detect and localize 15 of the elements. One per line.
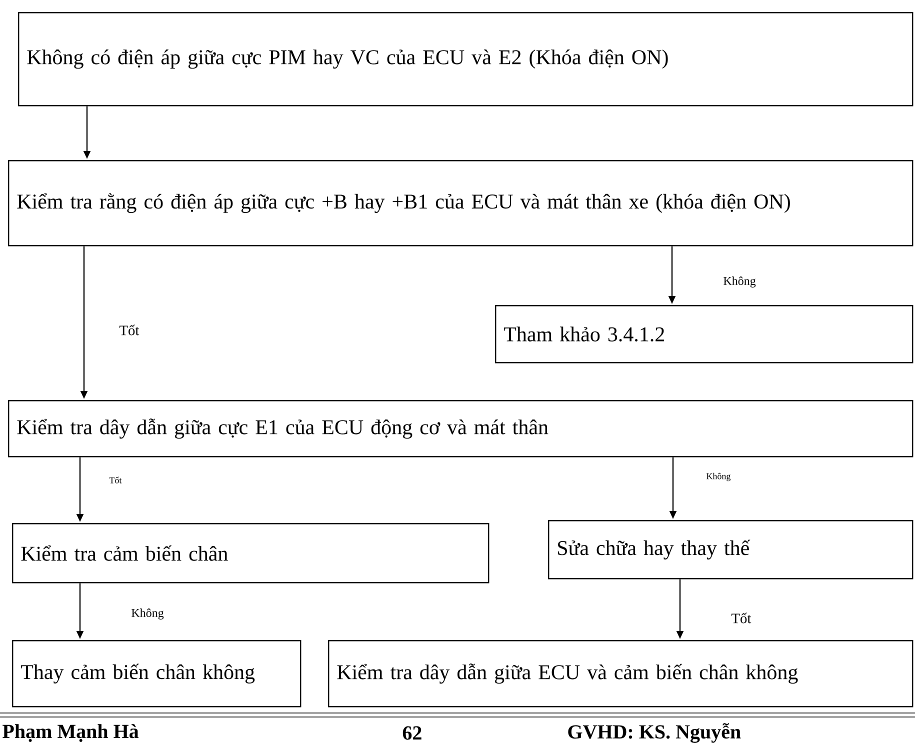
process-box: Kiểm tra dây dẫn giữa ECU và cảm biến chân không	[328, 640, 914, 708]
edge-label: Tốt	[730, 612, 752, 624]
process-box: Sửa chữa hay thay thế	[548, 520, 914, 580]
process-box: Kiểm tra rằng có điện áp giữa cực +B hay +B1 của ECU và mát thân xe (khóa điện ON)	[8, 160, 914, 246]
edge-label: Không	[705, 472, 732, 482]
edge-label: Không	[722, 276, 757, 288]
footer-text: 62	[402, 726, 422, 740]
edge-label: Tốt	[118, 324, 140, 336]
edge-label: Tốt	[108, 476, 123, 484]
process-box: Thay cảm biến chân không	[12, 640, 302, 708]
edge-label: Không	[130, 608, 165, 620]
process-box: Tham khảo 3.4.1.2	[495, 305, 914, 364]
process-box: Không có điện áp giữa cực PIM hay VC của ECU và E2 (Khóa điện ON)	[18, 12, 914, 106]
process-box: Kiểm tra dây dẫn giữa cực E1 của ECU động cơ và mát thân	[8, 400, 914, 458]
process-box: Kiểm tra cảm biến chân	[12, 523, 490, 584]
